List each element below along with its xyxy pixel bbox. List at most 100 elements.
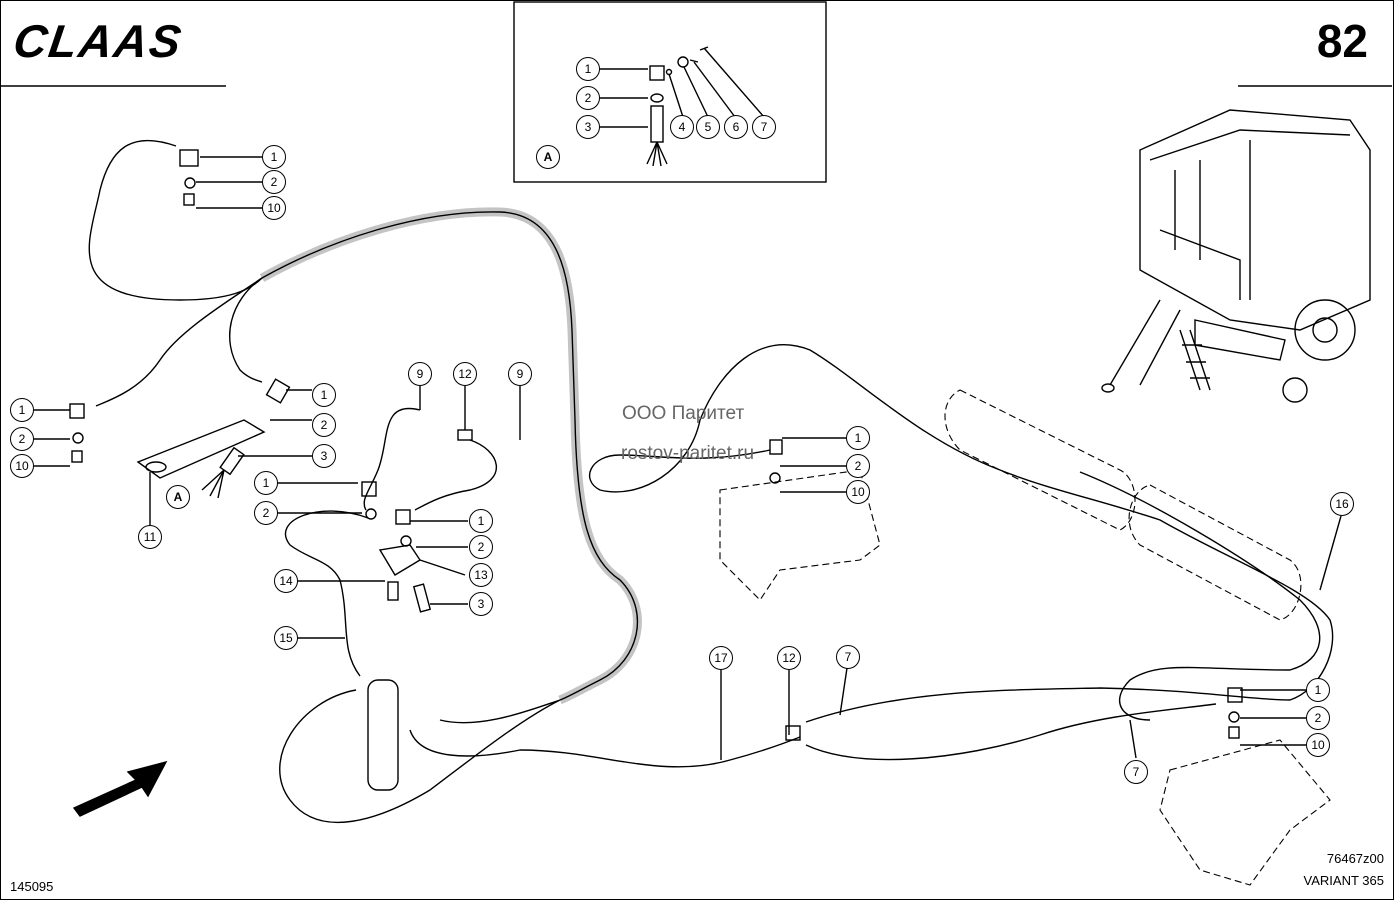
sensor-icon bbox=[412, 583, 432, 613]
callout-17: 17 bbox=[709, 646, 733, 670]
mounting-strip-icon bbox=[136, 419, 266, 479]
leaders-right-mid bbox=[780, 437, 846, 493]
part-code: 76467z00 bbox=[1326, 851, 1384, 866]
callout-11: 11 bbox=[138, 525, 162, 549]
detail-frame bbox=[513, 1, 827, 183]
detail-callout-leaders bbox=[668, 47, 765, 118]
strip-sensor-icon bbox=[219, 446, 245, 476]
callout-1: 1 bbox=[254, 471, 278, 495]
callout-12: 12 bbox=[453, 362, 477, 386]
hose-filter-loop bbox=[279, 689, 561, 824]
callout-16: 16 bbox=[1330, 492, 1354, 516]
connector-icon bbox=[265, 378, 291, 404]
watermark-company: ООО Паритет bbox=[622, 403, 745, 424]
callout-10: 10 bbox=[262, 196, 286, 220]
callout-2: 2 bbox=[469, 535, 493, 559]
callout-1: 1 bbox=[469, 509, 493, 533]
connector-icon bbox=[361, 481, 377, 497]
callout-3: 3 bbox=[469, 592, 493, 616]
leaders-lower bbox=[720, 515, 1342, 760]
hose-return bbox=[1079, 471, 1321, 721]
callout-2: 2 bbox=[846, 454, 870, 478]
hose-top-left bbox=[88, 139, 263, 301]
detail-view-label: A bbox=[536, 145, 560, 169]
washer-icon bbox=[184, 177, 196, 189]
leaders-lower-right bbox=[1240, 689, 1306, 746]
detail-nut-icon bbox=[677, 56, 689, 68]
detail-connector-icon bbox=[649, 65, 665, 81]
callout-9: 9 bbox=[408, 362, 432, 386]
callout-1: 1 bbox=[1306, 678, 1330, 702]
callout-1: 1 bbox=[10, 398, 34, 422]
callout-3: 3 bbox=[576, 115, 600, 139]
fittings bbox=[69, 149, 1243, 791]
callout-2: 2 bbox=[262, 170, 286, 194]
page-number: 82 bbox=[1316, 15, 1368, 67]
hose-right-lower bbox=[805, 703, 1217, 761]
callout-13: 13 bbox=[469, 563, 493, 587]
washer-icon bbox=[1228, 711, 1240, 723]
callout-1: 1 bbox=[846, 426, 870, 450]
hose-to-connector bbox=[228, 277, 263, 383]
nut-icon bbox=[183, 193, 195, 206]
leaders-mid-left bbox=[149, 389, 312, 525]
callout-9: 9 bbox=[508, 362, 532, 386]
callout-10: 10 bbox=[1306, 733, 1330, 757]
connector-icon bbox=[69, 403, 85, 419]
leaders-top-left bbox=[196, 156, 262, 209]
filter-body-icon bbox=[367, 679, 399, 791]
connector-icon bbox=[769, 439, 783, 455]
callout-4: 4 bbox=[670, 115, 694, 139]
mounting-hole-icon bbox=[145, 461, 167, 473]
view-a-label: A bbox=[166, 485, 190, 509]
callout-2: 2 bbox=[254, 501, 278, 525]
bolt-icon bbox=[387, 581, 399, 601]
phantom-outlines bbox=[719, 389, 1331, 886]
leaders-left bbox=[34, 409, 70, 467]
callout-12: 12 bbox=[777, 646, 801, 670]
connector-icon bbox=[395, 509, 411, 525]
strip-wires-icon bbox=[201, 469, 225, 499]
hose-center-branch bbox=[363, 407, 498, 511]
baler-illustration-icon bbox=[1101, 109, 1371, 403]
callout-10: 10 bbox=[846, 480, 870, 504]
tee-fitting-icon bbox=[785, 725, 801, 741]
callout-7: 7 bbox=[1124, 760, 1148, 784]
callout-14: 14 bbox=[274, 569, 298, 593]
callout-2: 2 bbox=[1306, 706, 1330, 730]
nut-icon bbox=[1228, 726, 1240, 739]
callout-2: 2 bbox=[312, 413, 336, 437]
detail-washer-icon bbox=[650, 93, 664, 103]
hose-to-tee bbox=[409, 729, 801, 768]
model-name: VARIANT 365 bbox=[1303, 873, 1384, 888]
callout-1: 1 bbox=[312, 383, 336, 407]
connector-icon bbox=[179, 149, 199, 167]
callout-5: 5 bbox=[696, 115, 720, 139]
connector-icon bbox=[1227, 687, 1243, 703]
watermark-url: rostov-paritet.ru bbox=[621, 443, 755, 464]
callout-10: 10 bbox=[10, 454, 34, 478]
callout-2: 2 bbox=[10, 427, 34, 451]
callout-1: 1 bbox=[262, 145, 286, 169]
callout-15: 15 bbox=[274, 626, 298, 650]
hose-left bbox=[95, 277, 263, 407]
bracket-plate-icon bbox=[378, 544, 421, 576]
detail-seal-icon bbox=[665, 68, 673, 76]
callout-7: 7 bbox=[752, 115, 776, 139]
leaders-center bbox=[276, 482, 468, 639]
callout-7: 7 bbox=[836, 645, 860, 669]
callout-6: 6 bbox=[724, 115, 748, 139]
detail-sensor-icon bbox=[650, 105, 664, 143]
leaders-nine-twelve bbox=[419, 386, 521, 440]
hose-main-loop bbox=[261, 211, 639, 701]
hose-center-left bbox=[284, 510, 369, 677]
washer-icon bbox=[769, 472, 781, 484]
drawing-number: 145095 bbox=[10, 879, 54, 894]
detail-leaders bbox=[599, 68, 648, 128]
callout-2: 2 bbox=[576, 86, 600, 110]
tee-fitting-icon bbox=[457, 429, 473, 441]
direction-arrow-icon bbox=[72, 760, 168, 817]
washer-icon bbox=[72, 432, 84, 444]
hose-right-loop bbox=[588, 344, 1334, 723]
